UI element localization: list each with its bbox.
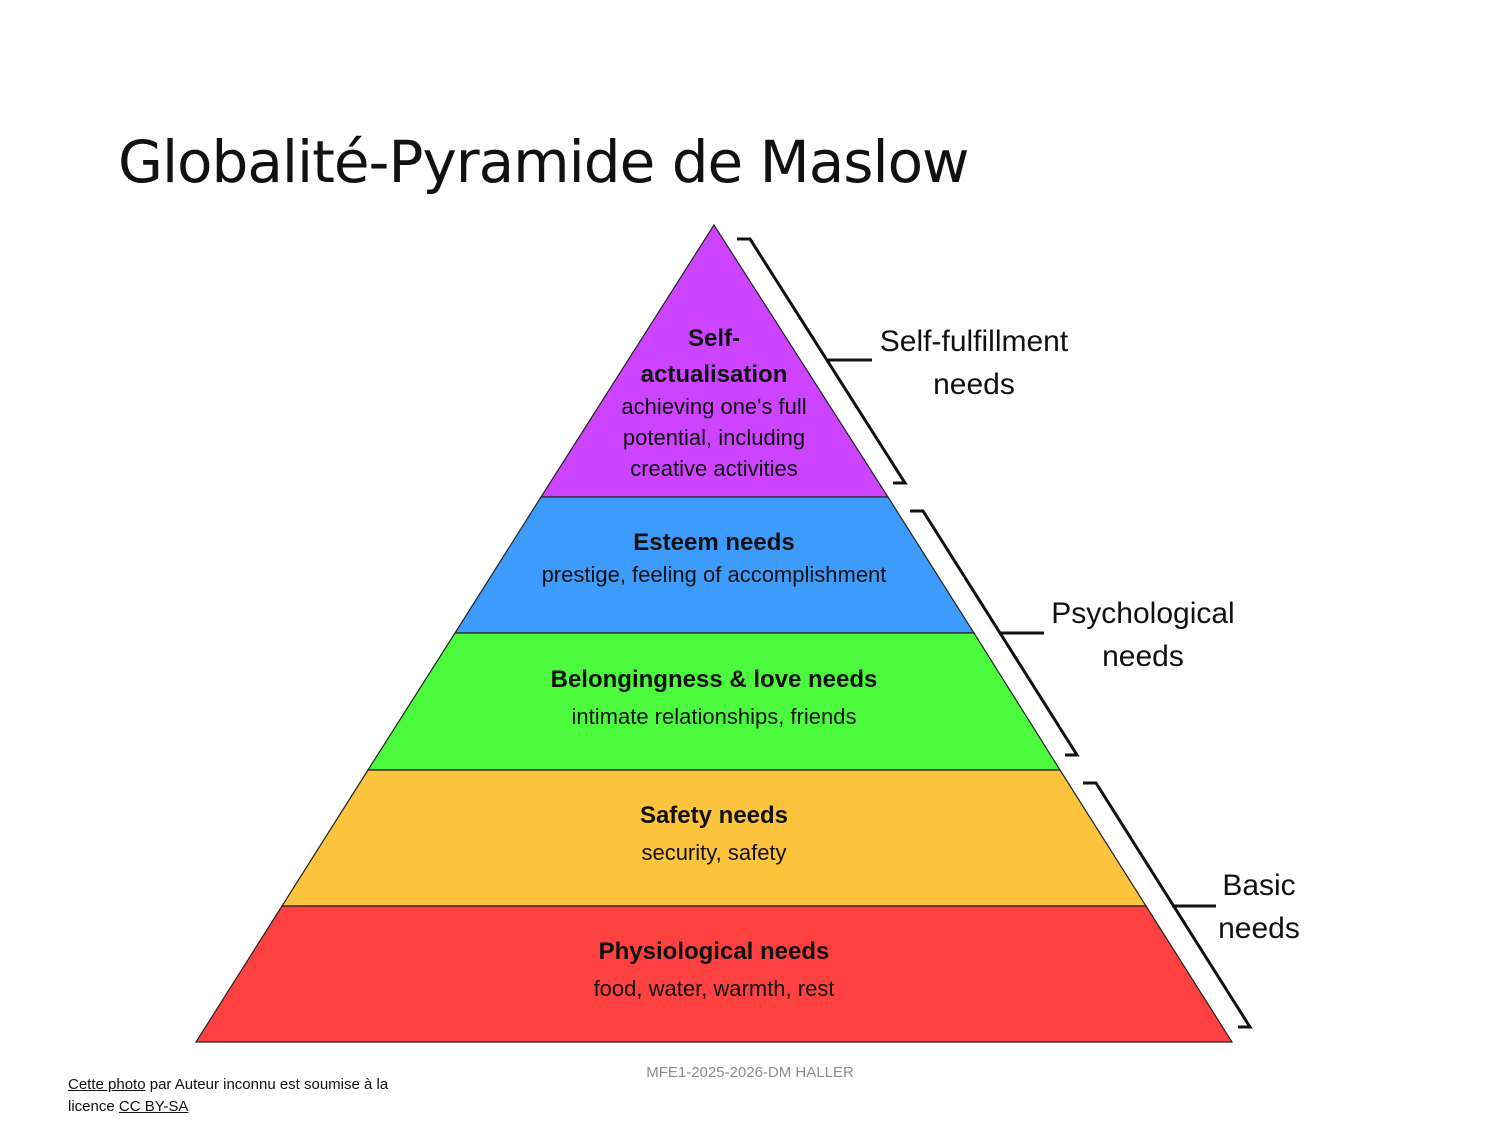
physiological-desc: food, water, warmth, rest: [594, 976, 835, 1001]
bracket-basic: [1083, 781, 1253, 1029]
belonging-desc: intimate relationships, friends: [572, 704, 857, 729]
group-basic-line2: needs: [1218, 912, 1300, 945]
group-self-fulfillment-line2: needs: [933, 368, 1015, 401]
group-psychological-line2: needs: [1102, 640, 1184, 673]
belonging-title: Belongingness & love needs: [551, 666, 878, 693]
credit-text: par Auteur inconnu est soumise à la lice…: [68, 1076, 389, 1115]
group-basic-line1: Basic: [1222, 869, 1295, 902]
esteem-desc: prestige, feeling of accomplishment: [542, 562, 887, 587]
safety-title: Safety needs: [640, 802, 788, 829]
slide-title: Globalité-Pyramide de Maslow: [118, 128, 969, 196]
image-credit: Cette photo par Auteur inconnu est soumi…: [68, 1074, 428, 1118]
bracket-self-fulfillment: [737, 237, 908, 485]
license-link[interactable]: CC BY-SA: [118, 1098, 189, 1115]
group-self-fulfillment-line1: Self-fulfillment: [880, 325, 1069, 358]
group-psychological-line1: Psychological: [1051, 597, 1234, 630]
level-safety: [280, 769, 1148, 907]
self-actualisation-desc-3: creative activities: [630, 456, 798, 481]
physiological-title: Physiological needs: [599, 938, 830, 965]
self-actualisation-title-1: Self-: [688, 325, 740, 352]
self-actualisation-desc-1: achieving one's full: [621, 394, 806, 419]
photo-link[interactable]: Cette photo: [68, 1076, 146, 1093]
bracket-psychological: [910, 509, 1080, 757]
safety-desc: security, safety: [641, 840, 786, 865]
esteem-title: Esteem needs: [633, 529, 794, 556]
self-actualisation-desc-2: potential, including: [623, 425, 805, 450]
self-actualisation-title-2: actualisation: [641, 361, 788, 388]
level-physiological: [194, 905, 1234, 1043]
level-belonging: [366, 632, 1062, 771]
slide-footer: MFE1-2025-2026-DM HALLER: [646, 1064, 854, 1081]
